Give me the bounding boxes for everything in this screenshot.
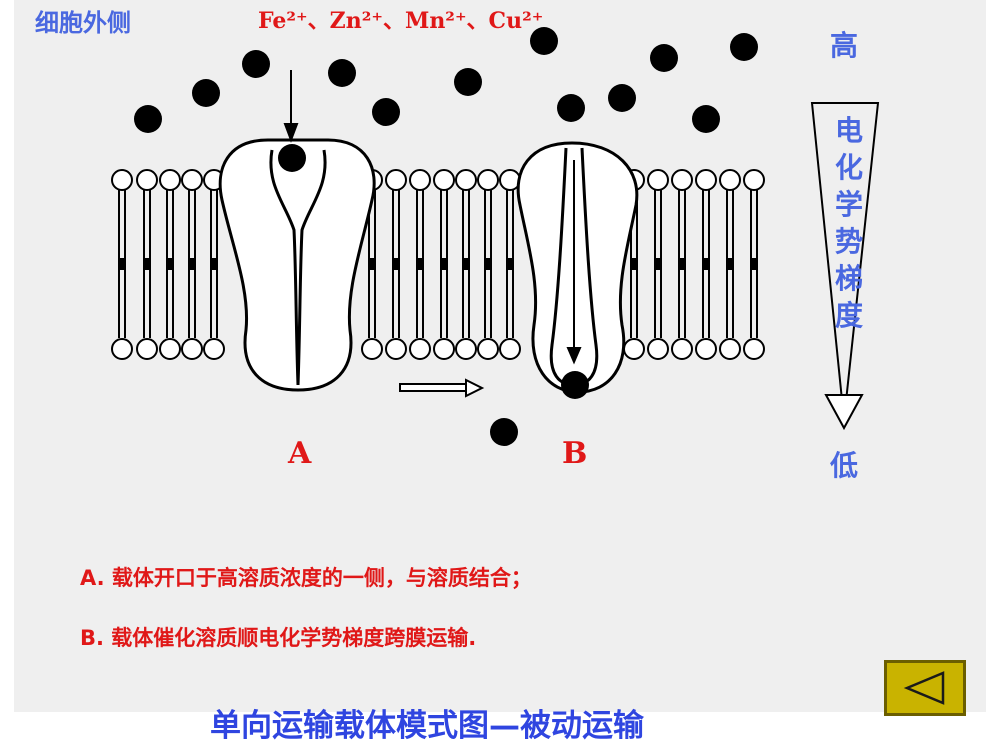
lipid-molecule	[409, 169, 431, 360]
gradient-wedge-arrow	[810, 102, 880, 431]
ion-arrow-in	[283, 70, 299, 143]
ion-particle	[278, 144, 306, 172]
lipid-molecule	[136, 169, 158, 360]
lipid-molecule	[433, 169, 455, 360]
lipid-molecule	[455, 169, 477, 360]
ion-particle	[557, 94, 585, 122]
carrier-a	[218, 138, 376, 392]
ion-particle	[530, 27, 558, 55]
ion-particle	[454, 68, 482, 96]
lipid-bilayer	[111, 169, 765, 360]
note-b: B. 载体催化溶质顺电化学势梯度跨膜运输.	[80, 626, 477, 650]
ion-arrow-through	[566, 160, 582, 365]
slide-title: 单向运输载体模式图—被动运输	[210, 708, 644, 744]
high-label: 高	[830, 29, 859, 62]
lipid-molecule	[719, 169, 741, 360]
cell-outside-label: 细胞外侧	[35, 9, 131, 37]
ion-particle	[134, 105, 162, 133]
carrier-b-label: B	[562, 436, 588, 471]
ion-particle	[242, 50, 270, 78]
lipid-molecule	[695, 169, 717, 360]
lipid-molecule	[647, 169, 669, 360]
ion-particle	[328, 59, 356, 87]
carrier-a-label: A	[288, 436, 312, 471]
lipid-molecule	[159, 169, 181, 360]
lipid-molecule	[477, 169, 499, 360]
transport-arrow	[399, 378, 485, 398]
ion-particle	[608, 84, 636, 112]
ion-particle	[650, 44, 678, 72]
triangle-left-icon	[903, 671, 945, 705]
note-a: A. 载体开口于高溶质浓度的一侧，与溶质结合；	[80, 566, 532, 590]
lipid-molecule	[743, 169, 765, 360]
low-label: 低	[830, 449, 859, 482]
ions-label: Fe²⁺、Zn²⁺、Mn²⁺、Cu²⁺	[258, 8, 544, 34]
lipid-molecule	[181, 169, 203, 360]
lipid-molecule	[385, 169, 407, 360]
ion-particle	[730, 33, 758, 61]
ion-particle	[192, 79, 220, 107]
ion-particle	[372, 98, 400, 126]
ion-particle	[561, 371, 589, 399]
lipid-molecule	[111, 169, 133, 360]
ion-particle	[692, 105, 720, 133]
lipid-molecule	[499, 169, 521, 360]
back-button[interactable]	[884, 660, 966, 716]
ion-particle	[490, 418, 518, 446]
ion-particles	[134, 27, 758, 446]
lipid-molecule	[671, 169, 693, 360]
gradient-label: 电化学势梯度	[834, 114, 863, 332]
